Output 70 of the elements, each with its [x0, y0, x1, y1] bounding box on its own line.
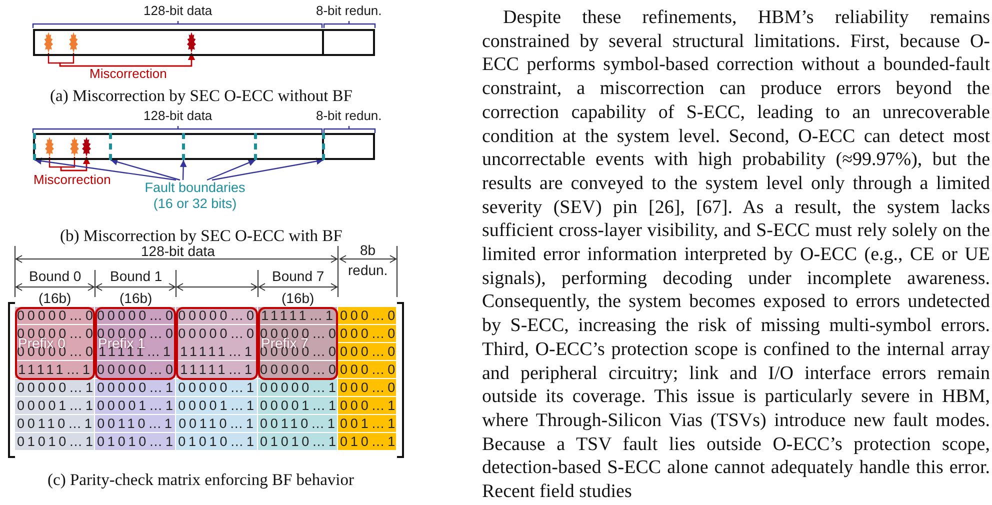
dashed-boundary-line — [33, 133, 36, 160]
leader-arrow — [206, 159, 256, 181]
prefix-frame — [176, 307, 258, 380]
matrix-cell: 00000…0 — [95, 361, 176, 379]
leader-arrow — [110, 158, 180, 181]
matrix-cell: 11111…1 — [176, 361, 258, 379]
leader-arrow — [180, 160, 187, 180]
matrix-cell: 00001…1 — [15, 397, 95, 415]
leader-arrow — [212, 158, 324, 181]
matrix-cell: 01010…1 — [176, 433, 258, 451]
matrix-cell: 01010…1 — [15, 433, 95, 451]
matrix-cell: 00000…0 — [176, 325, 258, 343]
flame-icon — [45, 137, 54, 157]
matrix-cell: 000…0 — [338, 307, 397, 325]
matrix-cell: 00001…1 — [258, 397, 338, 415]
matrix-cell: 000…0 — [338, 361, 397, 379]
matrix-cell: 11111…1 — [176, 343, 258, 361]
matrix-cell: 00110…1 — [258, 415, 338, 433]
leader-arrow — [34, 158, 176, 181]
dimension-label: 8-bit redun. — [316, 108, 382, 124]
matrix-cell: 00001…1 — [95, 397, 176, 415]
figure-caption: (c) Parity-check matrix enforcing BF behavior — [48, 470, 354, 490]
matrix-cell: 00000…1 — [176, 379, 258, 397]
dashed-boundary-line — [182, 133, 185, 160]
matrix-cell: 00001…1 — [176, 397, 258, 415]
body-paragraph: Despite these refinements, HBM’s reliability remains constrained by several structural limitations. First, because O-ECC performs symbol-based correction without a bounded-fault constraint, a miscorrection can produce errors beyond the correction capability of S-ECC, leading to an unrecoverable condition at the system level. Second, O-ECC can detect most uncorrectable events with high probability (≈99.97%), but the results are conveyed to the system level only through a limited severity (SEV) pin [26], [67]. As a result, the system lacks sufficient cross-layer visibility, and S-ECC must rely solely on the limited error information interpreted by O-ECC (e.g., CE or UE signals), performing decoding under incomplete awareness. Consequently, the system becomes exposed to errors undetected by S-ECC, increasing the risk of missing multi-symbol errors. Third, O-ECC’s protection scope is confined to the internal array and peripheral circuitry; link and I/O interface errors remain outside its coverage. This issue is particularly severe in HBM, where Through-Silicon Vias (TSVs) introduce new fault modes. Because a TSV fault lies outside O-ECC’s protection scope, detection-based S-ECC alone cannot adequately handle this error. Recent field studies — [482, 6, 990, 504]
edge-label: Miscorrection — [88, 67, 168, 81]
flame-icon — [187, 32, 196, 53]
matrix-cell: 00110…1 — [176, 415, 258, 433]
matrix-cell: 00000…1 — [258, 379, 338, 397]
dimension-label: 8-bit redun. — [316, 3, 382, 19]
dimension-label: 128-bit data — [141, 243, 215, 259]
dimension-label: Bound 0 — [29, 268, 82, 284]
dashed-boundary-line — [322, 133, 325, 160]
matrix-cell: 11111…1 — [15, 361, 95, 379]
matrix-cell: 00110…1 — [15, 415, 95, 433]
flame-icon — [82, 137, 91, 157]
elbow-arrow — [60, 157, 90, 172]
matrix-cell: 000…1 — [338, 397, 397, 415]
flame-icon — [44, 32, 53, 53]
dimension-label: (16b) — [38, 290, 72, 306]
dimension-label: Bound 7 — [272, 268, 324, 284]
dimension-label: (16b) — [282, 290, 314, 306]
flame-icon — [69, 32, 78, 53]
matrix-cell: 010…1 — [338, 433, 397, 451]
dashed-boundary-line — [254, 133, 257, 160]
dimension-label: Bound 1 — [110, 268, 162, 284]
figure-caption: (b) Miscorrection by SEC O-ECC with BF — [60, 226, 342, 246]
dashed-boundary-line — [109, 133, 112, 160]
edge-label: Miscorrection — [32, 173, 112, 187]
dimension-label: 8b — [360, 242, 376, 258]
dimension-label: 128-bit data — [144, 3, 212, 19]
matrix-cell: 000…0 — [338, 343, 397, 361]
matrix-cell: 00000…0 — [258, 361, 338, 379]
bit-field-bar — [33, 133, 375, 160]
matrix-cell: 000…0 — [338, 325, 397, 343]
dimension-label: (16b) — [120, 290, 152, 306]
matrix-cell: 000…0 — [338, 379, 397, 397]
matrix-cell: 01010…1 — [95, 433, 176, 451]
matrix-cell: 00000…1 — [95, 379, 176, 397]
matrix-cell: 01010…1 — [258, 433, 338, 451]
matrix-cell: 00110…1 — [95, 415, 176, 433]
flame-icon — [70, 137, 79, 157]
matrix-cell: 001…1 — [338, 415, 397, 433]
callout-label: Fault boundaries (16 or 32 bits) — [139, 180, 251, 214]
dimension-label: 128-bit data — [144, 108, 212, 124]
bit-field-bar — [33, 29, 375, 56]
matrix-cell: 00000…1 — [15, 379, 95, 397]
dimension-label: redun. — [348, 262, 388, 278]
figure-caption: (a) Miscorrection by SEC O-ECC without BF — [50, 86, 352, 106]
